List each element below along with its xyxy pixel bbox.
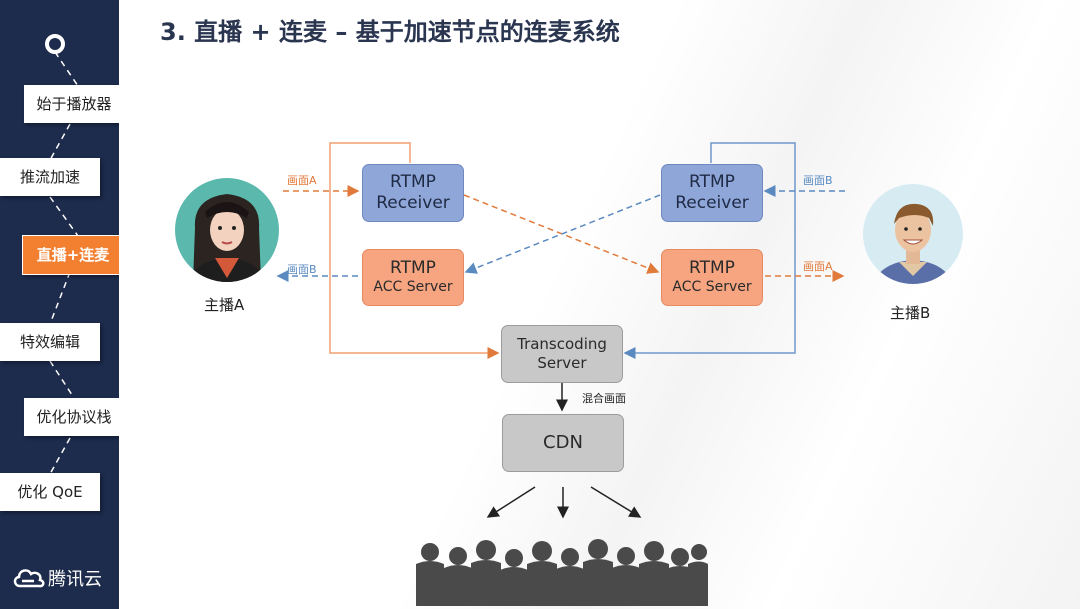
rtmp-acc-right-line2: ACC Server	[672, 279, 752, 296]
stream-a-out-right-label: 画面A	[803, 260, 833, 273]
cloud-logo-icon	[13, 569, 45, 588]
transcoding-server: Transcoding Server	[501, 325, 623, 383]
rtmp-acc-left-line1: RTMP	[390, 258, 436, 279]
rtmp-receiver-left-line1: RTMP	[390, 171, 436, 192]
stream-b-in-label: 画面B	[803, 174, 833, 187]
transcoding-line1: Transcoding	[517, 335, 607, 354]
host-a-avatar	[175, 178, 279, 282]
stream-b-out-left-label: 画面B	[287, 263, 317, 276]
stream-b-to-transcoding	[623, 142, 796, 359]
sidebar-item-player[interactable]: 始于播放器	[24, 85, 124, 123]
sidebar-item-live-mic[interactable]: 直播+连麦	[22, 235, 124, 275]
rtmp-receiver-right-line2: Receiver	[675, 193, 749, 213]
host-b-avatar	[863, 184, 963, 284]
sidebar: 始于播放器 推流加速 直播+连麦 特效编辑 优化协议栈 优化 QoE 腾讯云	[0, 0, 124, 609]
host-a-label: 主播A	[204, 296, 245, 314]
brand-logo-text: 腾讯云	[48, 569, 102, 590]
rtmp-acc-left-line2: ACC Server	[373, 279, 453, 296]
stream-a-cross	[463, 194, 660, 274]
slide-title: 3. 直播 + 连麦 – 基于加速节点的连麦系统	[160, 18, 620, 46]
slide-background	[119, 0, 1080, 609]
rtmp-acc-server-right: RTMP ACC Server	[661, 249, 763, 306]
sidebar-item-push-acceleration[interactable]: 推流加速	[0, 158, 100, 196]
cdn-to-audience-left	[486, 486, 536, 518]
stream-a-in-label: 画面A	[287, 174, 317, 187]
sidebar-item-protocol[interactable]: 优化协议栈	[24, 398, 124, 436]
sidebar-item-qoe[interactable]: 优化 QoE	[0, 473, 100, 511]
audience-silhouette	[416, 539, 708, 606]
rtmp-acc-right-line1: RTMP	[689, 258, 735, 279]
timeline-start-icon	[45, 34, 65, 54]
rtmp-receiver-right: RTMP Receiver	[661, 164, 763, 222]
host-b-label: 主播B	[890, 304, 931, 322]
sidebar-path	[45, 34, 79, 475]
transcoding-line2: Server	[537, 354, 587, 372]
cdn-label: CDN	[543, 431, 583, 453]
stream-b-cross	[464, 194, 661, 274]
cdn-to-audience-right	[590, 486, 642, 518]
rtmp-acc-server-left: RTMP ACC Server	[362, 249, 464, 306]
rtmp-receiver-right-line1: RTMP	[689, 171, 735, 192]
cdn-box: CDN	[502, 414, 624, 472]
rtmp-receiver-left: RTMP Receiver	[362, 164, 464, 222]
rtmp-receiver-left-line2: Receiver	[376, 193, 450, 213]
mix-label: 混合画面	[582, 392, 626, 405]
stream-a-to-transcoding	[329, 142, 500, 359]
sidebar-item-effects[interactable]: 特效编辑	[0, 323, 100, 361]
